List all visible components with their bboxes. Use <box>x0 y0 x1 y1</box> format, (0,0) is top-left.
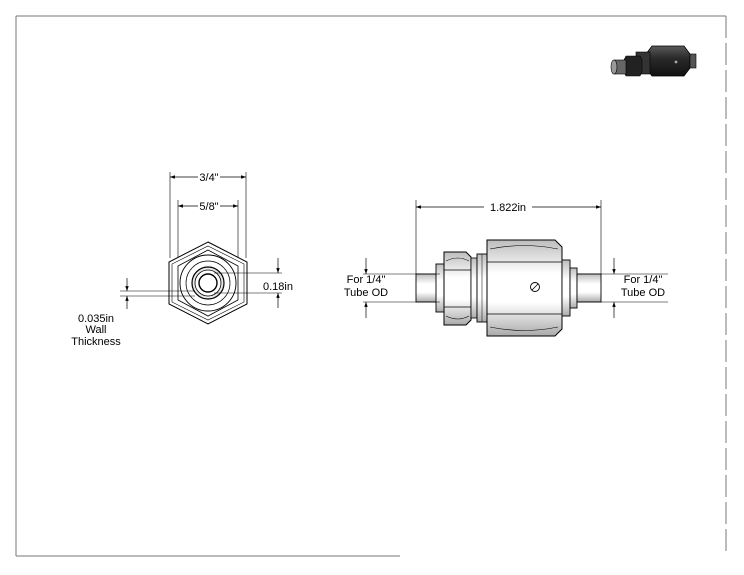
dim-wall-thickness: 0.035in Wall Thickness <box>71 278 129 348</box>
front-view <box>120 172 282 325</box>
dim-hex-width: 3/4" <box>170 172 246 184</box>
dim-left-tube: For 1/4" Tube OD <box>344 258 440 318</box>
wall-label-line2: Wall <box>86 324 107 336</box>
hex-width-label: 3/4" <box>199 172 218 184</box>
right-note-line1: For 1/4" <box>624 274 663 286</box>
left-note-line1: For 1/4" <box>347 274 386 286</box>
left-note-line2: Tube OD <box>344 287 388 299</box>
nut-width-label: 5/8" <box>199 201 218 213</box>
bore-label: 0.18in <box>263 281 293 293</box>
dim-bore: 0.18in <box>263 258 293 308</box>
dim-right-tube: For 1/4" Tube OD <box>577 258 668 318</box>
fitting-3d-thumbnail <box>610 45 697 77</box>
sheet-border <box>15 15 727 557</box>
right-note-line2: Tube OD <box>621 287 665 299</box>
overall-length-label: 1.822in <box>490 202 526 214</box>
dim-nut-width: 5/8" <box>178 201 238 213</box>
wall-label-line1: 0.035in <box>78 313 114 325</box>
wall-label-line3: Thickness <box>71 336 121 348</box>
dim-overall-length: 1.822in <box>416 202 601 214</box>
side-view <box>415 200 602 337</box>
